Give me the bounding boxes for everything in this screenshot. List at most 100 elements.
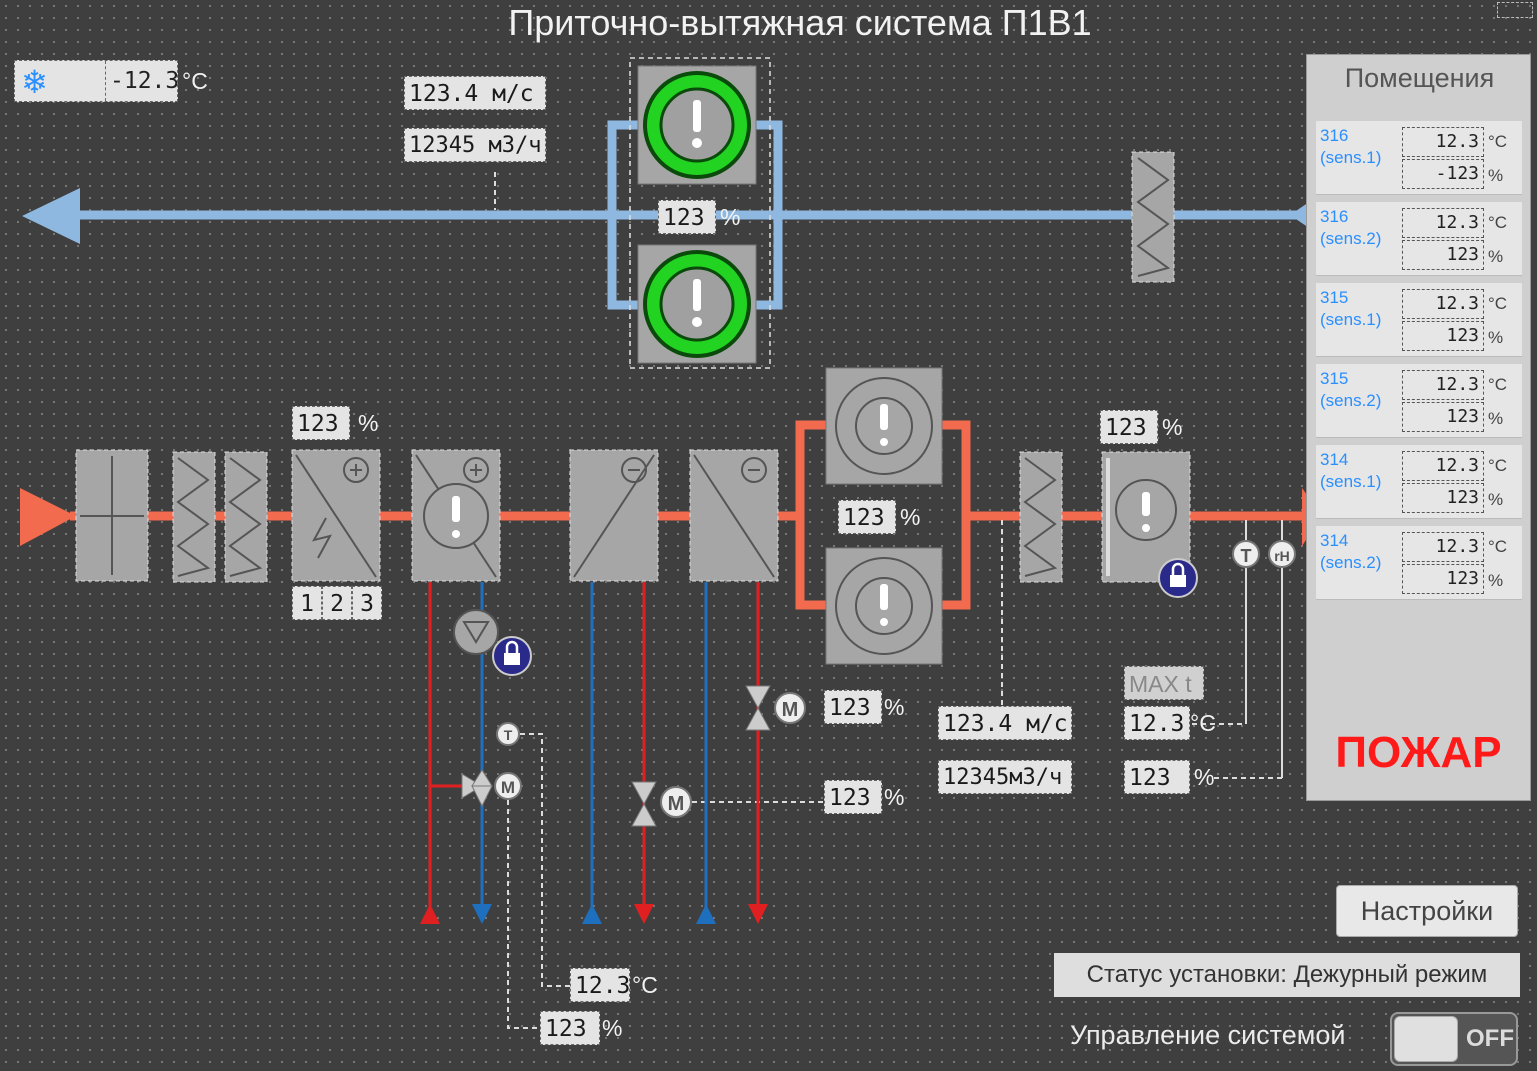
- room-hum-unit: %: [1488, 328, 1504, 347]
- water-heater[interactable]: [411, 449, 501, 582]
- cooler-1[interactable]: [569, 449, 659, 582]
- room-temp-value: 12.3: [1402, 532, 1484, 562]
- toggle-state-label: OFF: [1466, 1025, 1514, 1052]
- supply-temp-value: 12.3: [1124, 706, 1190, 740]
- heater-stage-3[interactable]: 3: [352, 586, 382, 620]
- exhaust-fan-speed-value: 123: [658, 200, 716, 234]
- cooler-valve-1-value: 123: [824, 780, 882, 814]
- room-temp-value: 12.3: [1402, 289, 1484, 319]
- toggle-knob[interactable]: [1394, 1016, 1458, 1062]
- system-power-toggle[interactable]: OFF: [1390, 1012, 1518, 1066]
- room-temp-value: 12.3: [1402, 451, 1484, 481]
- snowflake-icon: ❄: [21, 64, 48, 100]
- water-return-temp-value: 12.3: [570, 968, 630, 1002]
- max-temp-label: MAX t: [1124, 666, 1204, 700]
- room-item[interactable]: 315(sens.1) 12.3 °C 123 %: [1316, 283, 1522, 357]
- room-hum-value: 123: [1402, 321, 1484, 351]
- room-hum-unit: %: [1488, 571, 1504, 590]
- heater-water-pipes: T M: [420, 582, 570, 1029]
- intake-damper[interactable]: [75, 449, 149, 582]
- room-hum-unit: %: [1488, 409, 1504, 428]
- room-item[interactable]: 314(sens.2) 12.3 °C 123 %: [1316, 526, 1522, 600]
- heater-power-unit: %: [358, 410, 379, 436]
- svg-text:M: M: [501, 778, 515, 797]
- room-temp-unit: °C: [1488, 213, 1508, 232]
- supply-flow-value: 12345м3/ч: [938, 760, 1072, 794]
- room-item[interactable]: 314(sens.1) 12.3 °C 123 %: [1316, 445, 1522, 519]
- supply-inlet-arrow-icon: [20, 488, 76, 546]
- room-temp-value: 12.3: [1402, 370, 1484, 400]
- fire-alarm-indicator: ПОЖАР: [1335, 728, 1502, 777]
- room-item[interactable]: 316(sens.2) 12.3 °C 123 %: [1316, 202, 1522, 276]
- supply-fans[interactable]: [825, 367, 943, 665]
- room-hum-value: 123: [1402, 240, 1484, 270]
- room-hum-unit: %: [1488, 490, 1504, 509]
- room-name: 314(sens.1): [1320, 450, 1382, 491]
- water-return-temp-unit: °C: [632, 972, 658, 998]
- exhaust-outlet-arrow-icon: [22, 188, 80, 244]
- humidifier-unit: %: [1162, 414, 1183, 440]
- svg-text:M: M: [668, 793, 685, 815]
- system-control-label: Управление системой: [1070, 1020, 1346, 1050]
- page-title: Приточно-вытяжная система П1В1: [508, 2, 1092, 43]
- outdoor-temp-box: ❄ -12.3: [14, 60, 179, 102]
- room-name: 314(sens.2): [1320, 531, 1382, 572]
- svg-text:rH: rH: [1274, 548, 1290, 564]
- svg-text:T: T: [504, 727, 513, 743]
- supply-hum-unit: %: [1194, 764, 1215, 790]
- room-name: 315(sens.2): [1320, 369, 1382, 410]
- settings-button[interactable]: Настройки: [1336, 885, 1518, 937]
- supply-temp-unit: °C: [1190, 710, 1216, 736]
- supply-temp-sensor-icon: T: [1192, 520, 1260, 725]
- room-item[interactable]: 316(sens.1) 12.3 °C -123 %: [1316, 121, 1522, 195]
- exhaust-filter[interactable]: [1131, 151, 1175, 283]
- room-temp-unit: °C: [1488, 375, 1508, 394]
- supply-filter-3[interactable]: [1019, 451, 1063, 583]
- cooler-water-pipes: M M: [582, 582, 826, 924]
- supply-filter-2[interactable]: [224, 451, 268, 583]
- supply-humidity-sensor-icon: rH: [1214, 520, 1296, 779]
- outdoor-temp-value: -12.3: [105, 61, 179, 101]
- cooler-2[interactable]: [689, 449, 779, 582]
- room-hum-value: 123: [1402, 402, 1484, 432]
- heater-power-value: 123: [292, 406, 350, 440]
- water-valve-unit: %: [602, 1015, 623, 1041]
- window-corner-marker: [1497, 2, 1533, 18]
- room-hum-value: -123: [1402, 159, 1484, 189]
- room-temp-value: 12.3: [1402, 127, 1484, 157]
- cooler-valve-2-unit: %: [884, 694, 905, 720]
- cooler-valve-2-value: 123: [824, 690, 882, 724]
- room-name: 316(sens.2): [1320, 207, 1382, 248]
- room-temp-unit: °C: [1488, 456, 1508, 475]
- pump-lock-icon: [492, 636, 532, 676]
- rooms-panel: Помещения 316(sens.1) 12.3 °C -123 % 316…: [1306, 54, 1531, 801]
- svg-text:M: M: [782, 699, 799, 721]
- svg-text:T: T: [1241, 546, 1252, 566]
- exhaust-flow-value: 12345 м3/ч: [404, 128, 546, 162]
- outdoor-temp-unit: °C: [182, 68, 208, 94]
- supply-filter-1[interactable]: [172, 451, 216, 583]
- room-name: 316(sens.1): [1320, 126, 1382, 167]
- room-temp-unit: °C: [1488, 132, 1508, 151]
- room-hum-unit: %: [1488, 247, 1504, 266]
- room-temp-value: 12.3: [1402, 208, 1484, 238]
- heater-stage-2[interactable]: 2: [322, 586, 352, 620]
- lock-icon: [1158, 558, 1198, 598]
- status-label: Статус установки: Дежурный режим: [1054, 953, 1520, 997]
- room-hum-value: 123: [1402, 564, 1484, 594]
- supply-fan-speed-unit: %: [900, 504, 921, 530]
- room-hum-unit: %: [1488, 166, 1504, 185]
- cooler-valve-1-unit: %: [884, 784, 905, 810]
- heater-stage-1[interactable]: 1: [292, 586, 322, 620]
- supply-fan-speed-value: 123: [838, 500, 896, 534]
- humidifier-value: 123: [1100, 410, 1158, 444]
- supply-hum-value: 123: [1124, 760, 1190, 794]
- rooms-title: Помещения: [1344, 63, 1495, 93]
- electric-heater[interactable]: [291, 449, 381, 582]
- room-name: 315(sens.1): [1320, 288, 1382, 329]
- water-valve-value: 123: [540, 1011, 600, 1045]
- room-temp-unit: °C: [1488, 537, 1508, 556]
- exhaust-fans[interactable]: [629, 57, 771, 369]
- room-item[interactable]: 315(sens.2) 12.3 °C 123 %: [1316, 364, 1522, 438]
